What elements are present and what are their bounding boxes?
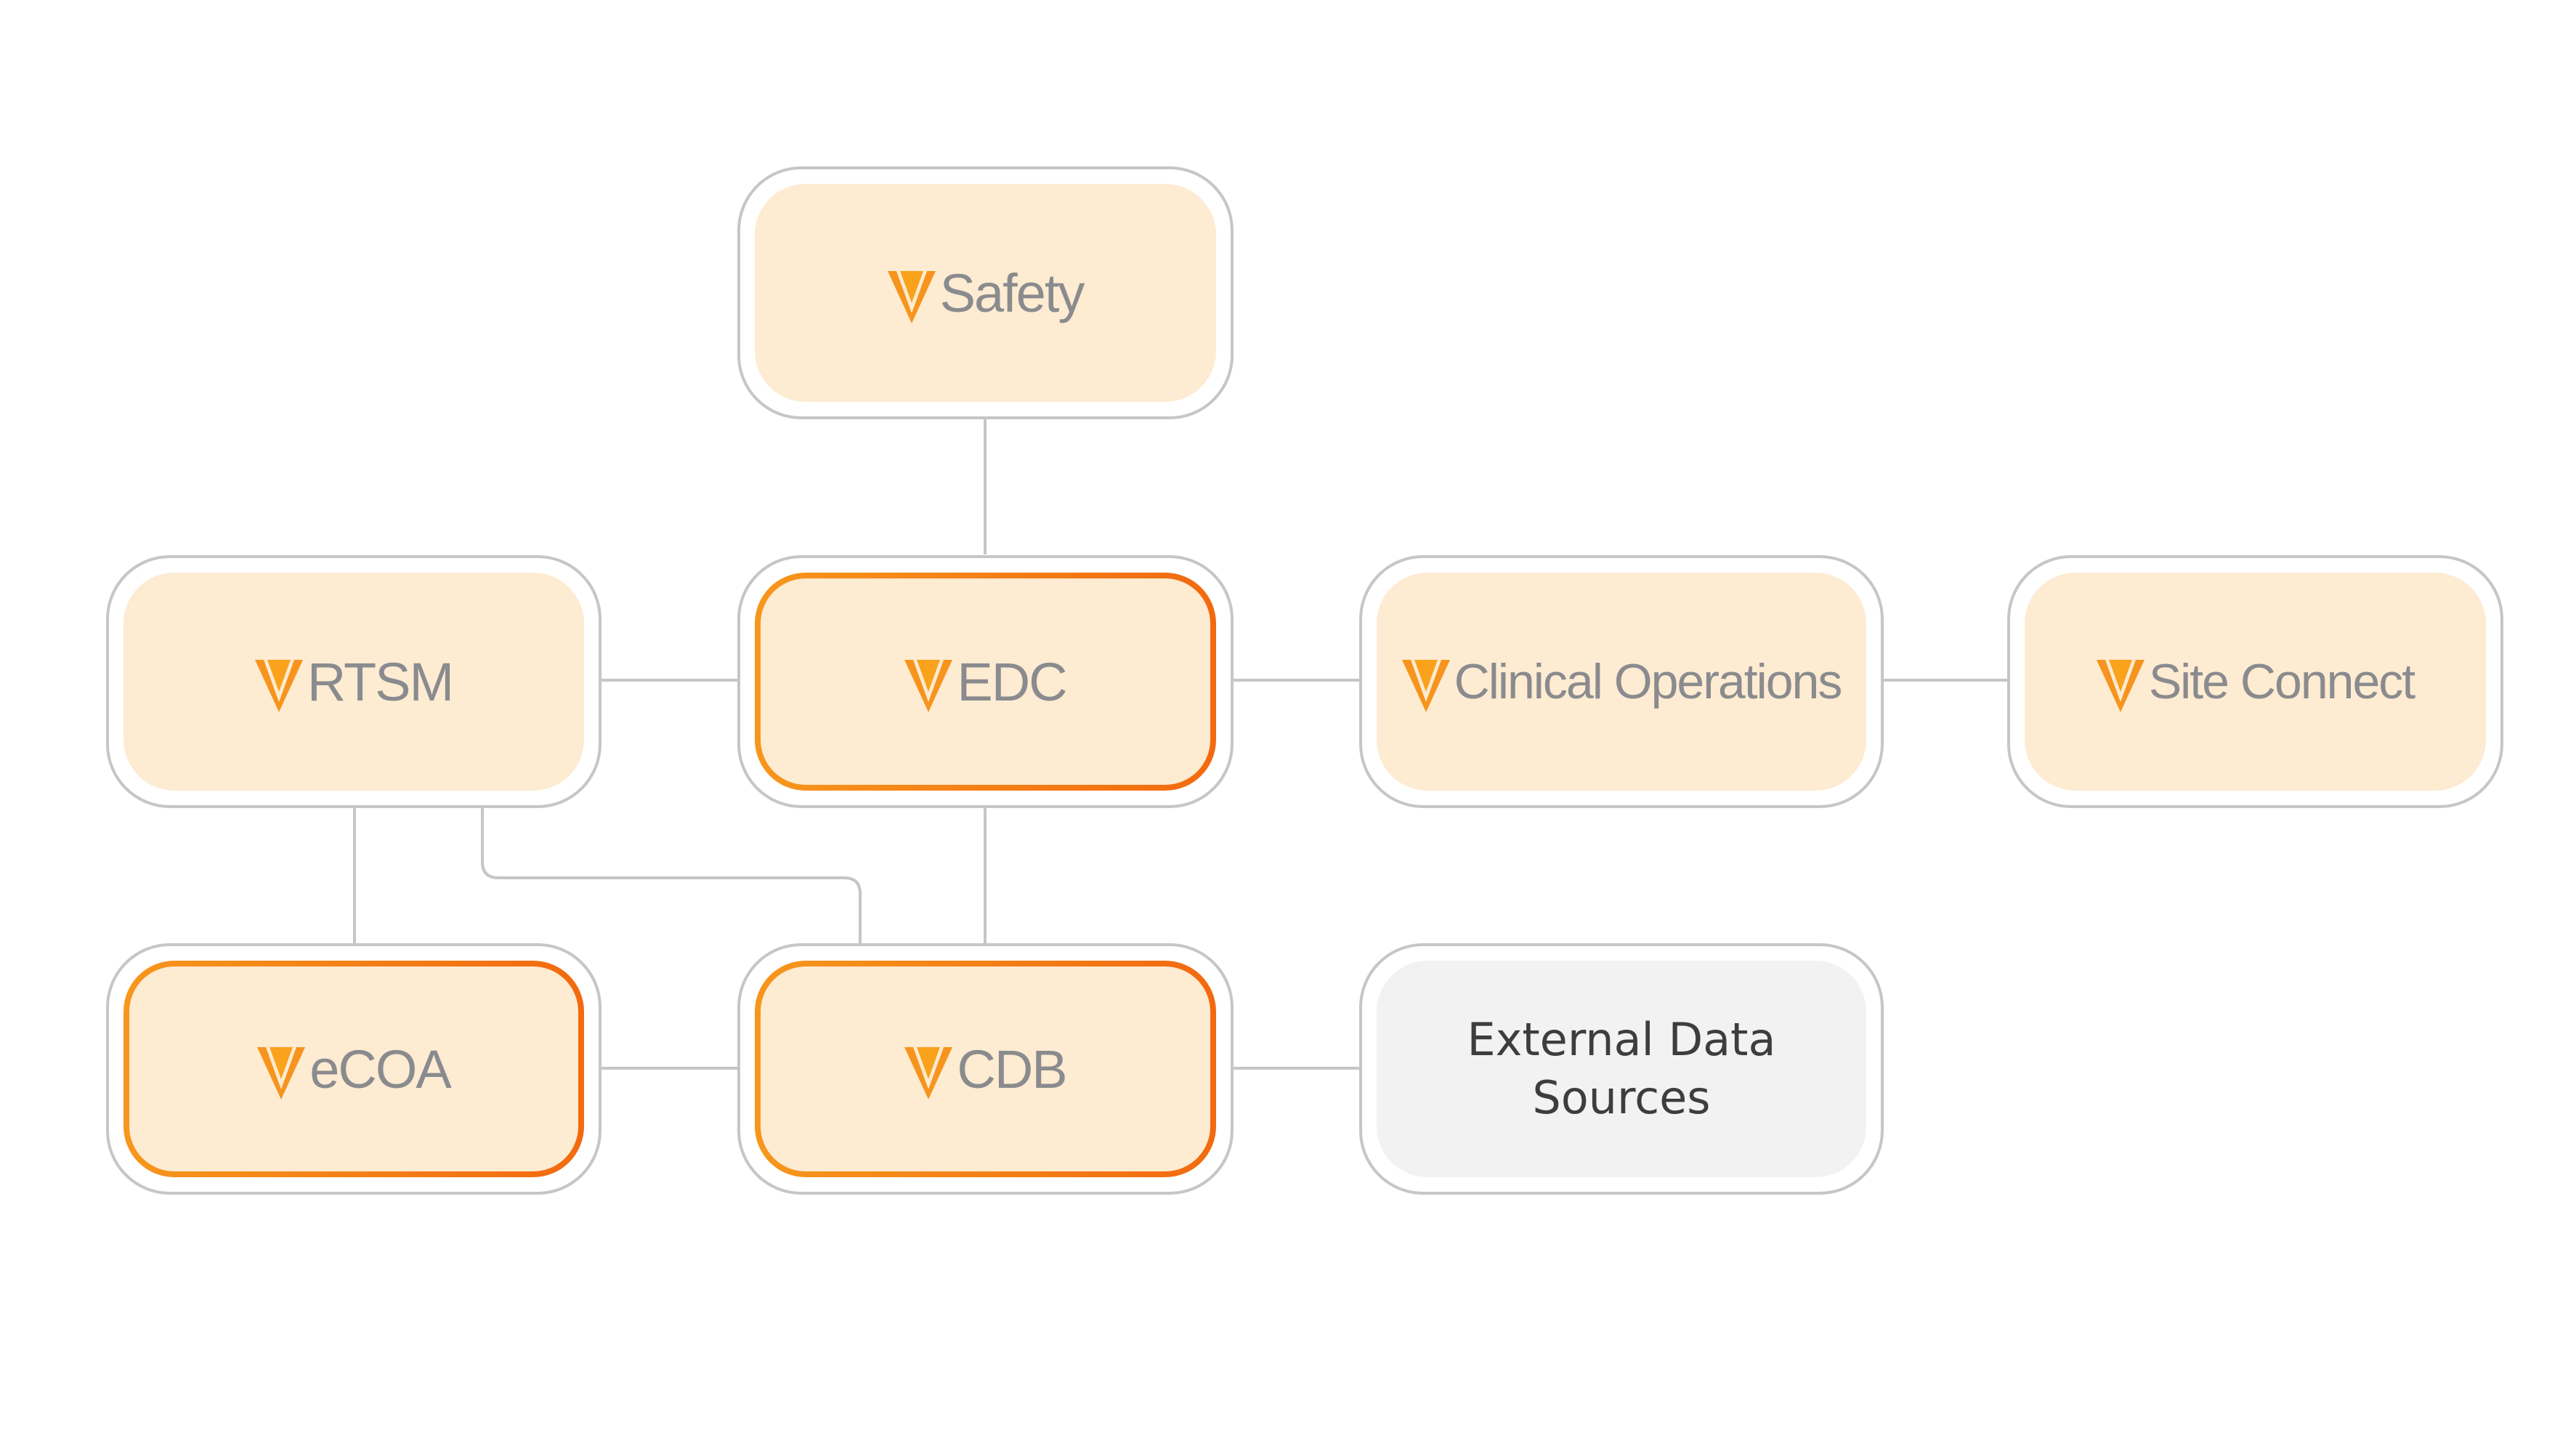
node-rtsm-body: RTSM: [123, 573, 584, 791]
node-ecoa-body: eCOA: [129, 966, 578, 1171]
node-label: Site Connect: [2148, 654, 2415, 709]
edge-rtsm-cdb: [481, 808, 862, 943]
node-edc-body: EDC: [761, 578, 1210, 785]
label-line-2: Sources: [1532, 1071, 1711, 1124]
node-cdb-body: CDB: [761, 966, 1210, 1171]
node-external-data-sources-body: External Data Sources: [1377, 961, 1866, 1177]
node-external-data-sources[interactable]: External Data Sources: [1359, 943, 1884, 1195]
veeva-v-logo-icon: [257, 1047, 306, 1099]
veeva-v-logo-icon: [1401, 660, 1450, 712]
node-rtsm[interactable]: RTSM: [106, 555, 602, 808]
node-label: EDC: [957, 651, 1067, 712]
veeva-v-logo-icon: [904, 1047, 953, 1099]
node-label: External Data Sources: [1467, 1011, 1776, 1127]
node-label: RTSM: [307, 651, 454, 712]
veeva-v-logo-icon: [887, 271, 936, 323]
node-edc-border: EDC: [755, 573, 1216, 791]
node-ecoa-border: eCOA: [123, 961, 584, 1177]
node-cdb[interactable]: CDB: [737, 943, 1234, 1195]
node-cdb-border: CDB: [755, 961, 1216, 1177]
node-edc[interactable]: EDC: [737, 555, 1234, 808]
label-line-1: External Data: [1467, 1013, 1776, 1066]
veeva-v-logo-icon: [2096, 660, 2144, 712]
node-safety-body: Safety: [755, 184, 1216, 402]
node-clinical-operations[interactable]: Clinical Operations: [1359, 555, 1884, 808]
node-label: CDB: [957, 1038, 1067, 1099]
veeva-v-logo-icon: [904, 660, 953, 712]
node-site-connect[interactable]: Site Connect: [2007, 555, 2503, 808]
node-label: Clinical Operations: [1454, 654, 1843, 709]
veeva-v-logo-icon: [254, 660, 303, 712]
node-site-connect-body: Site Connect: [2025, 573, 2486, 791]
node-clinical-operations-body: Clinical Operations: [1377, 573, 1866, 791]
node-label: eCOA: [309, 1038, 452, 1099]
node-ecoa[interactable]: eCOA: [106, 943, 602, 1195]
node-label: Safety: [939, 262, 1085, 323]
node-safety[interactable]: Safety: [737, 166, 1234, 419]
